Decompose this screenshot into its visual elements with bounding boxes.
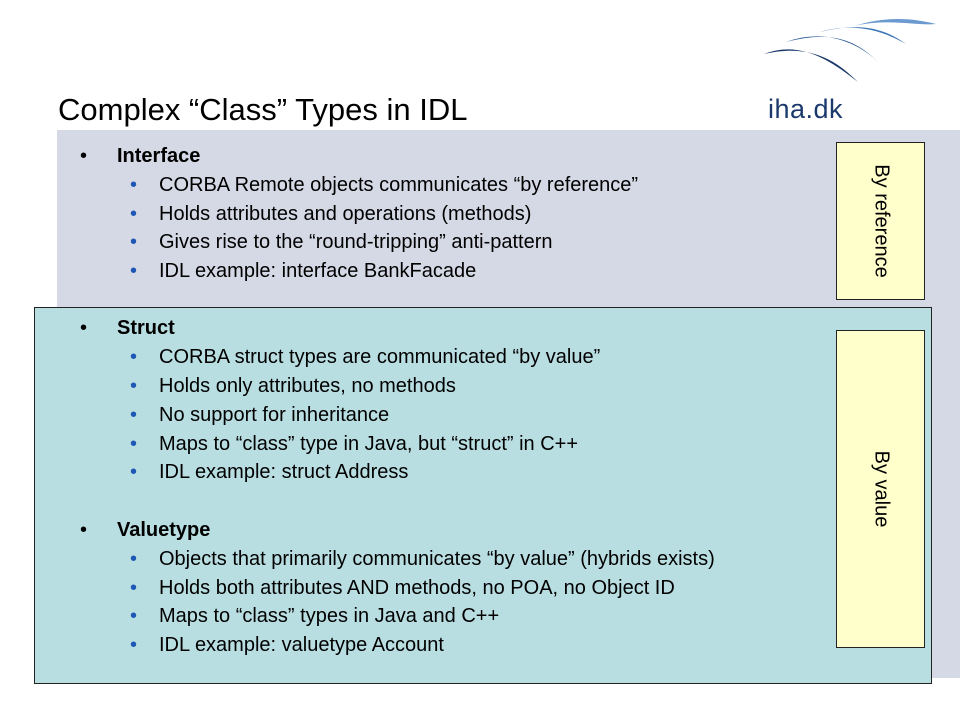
list-item: No support for inheritance (130, 404, 389, 427)
list-item: Holds both attributes AND methods, no PO… (130, 577, 675, 600)
list-item: IDL example: interface BankFacade (130, 260, 476, 283)
list-item: Holds only attributes, no methods (130, 375, 456, 398)
list-item: Objects that primarily communicates “by … (130, 548, 715, 571)
iha-logo: iha.dk (760, 18, 940, 128)
by-value-label: By value (870, 450, 892, 528)
list-item: IDL example: struct Address (130, 461, 408, 484)
logo-wing-icon (764, 19, 936, 82)
by-reference-label: By reference (870, 164, 892, 278)
by-reference-box: By reference (836, 142, 925, 300)
slide-title: Complex “Class” Types in IDL (58, 92, 468, 127)
list-item: Maps to “class” type in Java, but “struc… (130, 433, 578, 456)
logo-text: iha.dk (768, 94, 844, 124)
interface-heading: Interface (80, 145, 200, 168)
list-item: Gives rise to the “round-tripping” anti-… (130, 231, 553, 254)
list-item: CORBA struct types are communicated “by … (130, 346, 600, 369)
list-item: IDL example: valuetype Account (130, 634, 444, 657)
valuetype-heading: Valuetype (80, 519, 210, 542)
struct-heading: Struct (80, 317, 175, 340)
list-item: CORBA Remote objects communicates “by re… (130, 174, 638, 197)
list-item: Maps to “class” types in Java and C++ (130, 605, 499, 628)
list-item: Holds attributes and operations (methods… (130, 203, 531, 226)
by-value-box: By value (836, 330, 925, 648)
